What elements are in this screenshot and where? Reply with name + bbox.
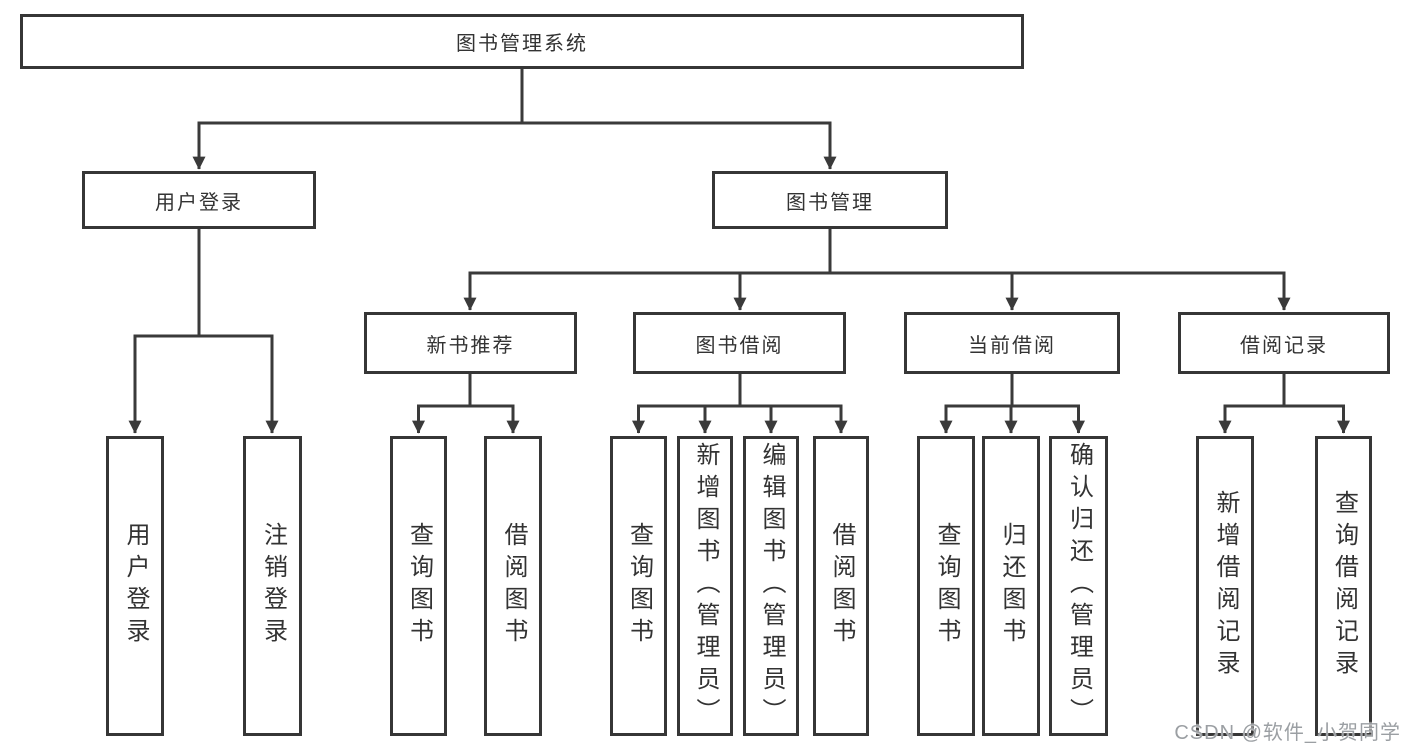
leaf-query-books-recommend: 查询图书 bbox=[390, 436, 447, 736]
leaf-confirm-return-admin: 确认归还（管理员） bbox=[1049, 436, 1108, 736]
node-new-book-recommendation: 新书推荐 bbox=[364, 312, 577, 374]
connector-new-book-to-leaves bbox=[412, 374, 520, 434]
node-current-borrowing: 当前借阅 bbox=[904, 312, 1120, 374]
leaf-query-books-current: 查询图书 bbox=[917, 436, 975, 736]
connector-root-to-level2 bbox=[192, 69, 837, 170]
node-library-management-system: 图书管理系统 bbox=[20, 14, 1024, 69]
node-book-management: 图书管理 bbox=[712, 171, 948, 229]
connector-book-borrow-to-leaves bbox=[632, 374, 848, 434]
leaf-add-borrow-record: 新增借阅记录 bbox=[1196, 436, 1254, 736]
leaf-logout: 注销登录 bbox=[243, 436, 302, 736]
leaf-user-login: 用户登录 bbox=[106, 436, 164, 736]
leaf-borrow-books-recommend: 借阅图书 bbox=[484, 436, 542, 736]
connector-user-login-to-leaves bbox=[128, 229, 279, 434]
leaf-query-books-borrow: 查询图书 bbox=[610, 436, 667, 736]
leaf-query-borrow-record: 查询借阅记录 bbox=[1315, 436, 1372, 736]
node-book-borrowing: 图书借阅 bbox=[633, 312, 846, 374]
node-borrowing-records: 借阅记录 bbox=[1178, 312, 1390, 374]
node-user-login: 用户登录 bbox=[82, 171, 316, 229]
leaf-add-book-admin: 新增图书（管理员） bbox=[677, 436, 733, 736]
connector-book-management-to-level3 bbox=[463, 229, 1291, 311]
connector-current-borrow-to-leaves bbox=[939, 374, 1085, 434]
leaf-borrow-books: 借阅图书 bbox=[813, 436, 869, 736]
connector-borrow-record-to-leaves bbox=[1218, 374, 1350, 434]
leaf-return-books: 归还图书 bbox=[982, 436, 1040, 736]
csdn-watermark: CSDN @软件_小贺同学 bbox=[1174, 722, 1401, 744]
leaf-edit-book-admin: 编辑图书（管理员） bbox=[743, 436, 799, 736]
